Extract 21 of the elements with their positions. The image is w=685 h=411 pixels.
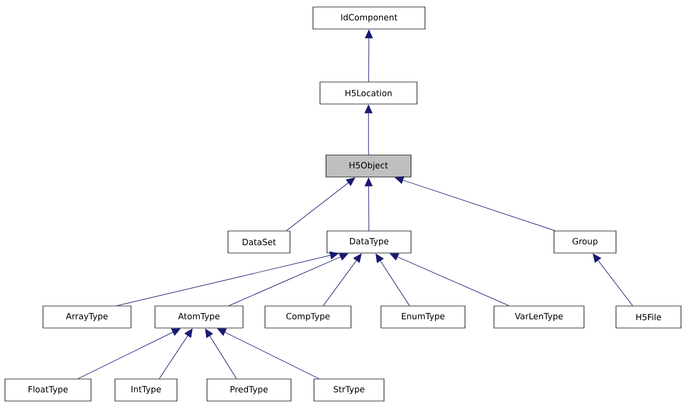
class-box: AtomType: [154, 306, 244, 328]
class-box: CompType: [264, 306, 352, 328]
arrow: [78, 328, 181, 379]
arrow: [286, 177, 356, 231]
class-box: H5Location: [320, 82, 418, 104]
class-box: DataType: [326, 230, 412, 254]
class-box: FloatType: [4, 378, 92, 402]
class-box: EnumType: [380, 306, 466, 328]
class-box: Group: [554, 230, 616, 254]
class-box: IntType: [114, 378, 178, 402]
class-box: PredType: [206, 378, 292, 402]
arrow: [116, 251, 339, 306]
class-box: DataSet: [228, 230, 290, 254]
arrow: [394, 176, 556, 231]
class-box: H5Object: [326, 154, 412, 178]
class-box: H5File: [616, 306, 682, 328]
class-box: ArrayType: [42, 306, 132, 328]
class-box: StrType: [314, 378, 384, 402]
class-box: VarLenType: [494, 306, 584, 328]
arrow: [217, 328, 320, 379]
class-box: IdComponent: [312, 6, 426, 30]
